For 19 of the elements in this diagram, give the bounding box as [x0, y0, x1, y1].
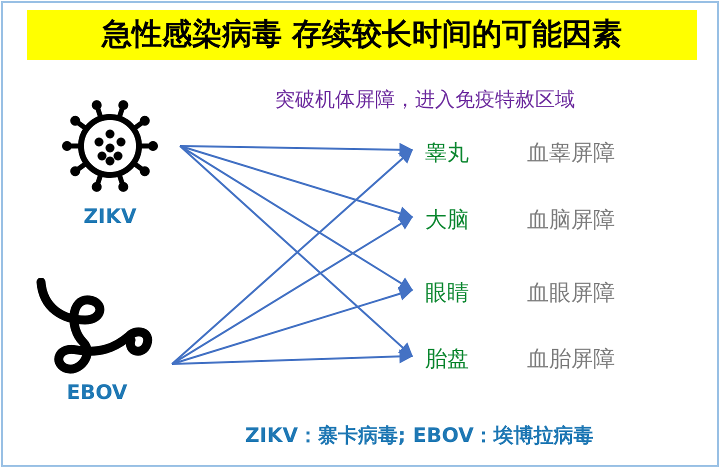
arrow: [171, 216, 414, 365]
organ-label: 大脑: [415, 203, 479, 239]
arrow: [172, 349, 414, 365]
barrier-label: 血脑屏障: [527, 207, 615, 235]
arrow: [180, 142, 414, 157]
arrow: [172, 287, 414, 365]
organ-label: 胎盘: [415, 342, 479, 378]
subtitle: 突破机体屏障，进入免疫特赦区域: [275, 86, 575, 113]
organ-label: 眼睛: [415, 276, 479, 312]
barrier-label: 血眼屏障: [527, 280, 615, 308]
arrow: [179, 145, 414, 291]
barrier-label: 血胎屏障: [527, 346, 615, 374]
organ-label: 睾丸: [415, 136, 479, 172]
virus-label: EBOV: [66, 380, 128, 404]
virus-label: ZIKV: [84, 204, 136, 228]
title-banner: 急性感染病毒 存续较长时间的可能因素: [27, 10, 697, 60]
arrow: [180, 145, 414, 220]
barrier-label: 血睾屏障: [527, 140, 615, 168]
footnote: ZIKV：寨卡病毒; EBOV：埃博拉病毒: [245, 422, 594, 449]
